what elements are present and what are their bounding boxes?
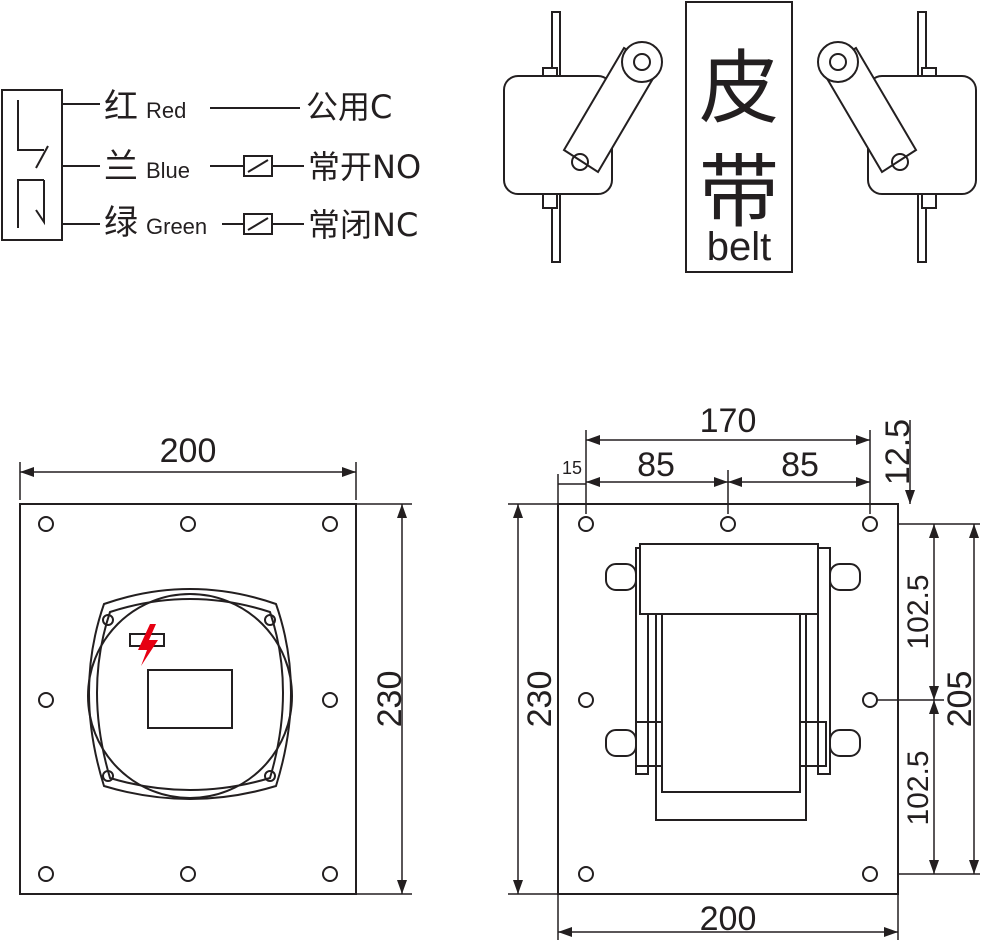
left-roller-hub <box>633 53 651 71</box>
no-label: 常开NO <box>308 148 421 186</box>
housing-outer <box>88 588 292 800</box>
side-top-margin-arrow <box>905 490 915 504</box>
mech-right-rail <box>817 547 831 775</box>
right-roller-hub <box>829 53 847 71</box>
wiring-diagram: 红 Red 公用C 兰 Blue 常开NO 绿 Green 常闭NC <box>1 87 421 244</box>
side-hole-span-label: 205 <box>941 671 979 728</box>
front-width-label: 200 <box>160 432 217 470</box>
side-half-left-label: 85 <box>637 446 675 484</box>
belt-cn-2: 带 <box>699 146 779 239</box>
switch-contacts <box>17 100 49 228</box>
left-switch <box>503 11 663 263</box>
side-seg-lower-label: 102.5 <box>902 750 935 825</box>
belt-cn-1: 皮 <box>699 42 779 135</box>
nc-label: 常闭NC <box>308 206 418 244</box>
blue-label-cn: 兰 <box>104 147 138 187</box>
housing-inner <box>96 598 284 791</box>
belt-schematic: 皮 带 belt <box>503 1 977 273</box>
side-half-right-label: 85 <box>781 446 819 484</box>
mech-roller <box>639 543 819 615</box>
front-height-label: 230 <box>371 671 409 728</box>
side-seg-upper-label: 102.5 <box>902 574 935 649</box>
side-mounting-holes <box>578 516 878 882</box>
belt-box <box>685 1 793 273</box>
green-label-en: Green <box>146 214 207 239</box>
side-seg-arrows <box>929 524 939 874</box>
side-top-margin-label: 12.5 <box>879 419 917 485</box>
no-contact-slash <box>247 159 269 173</box>
blue-label-en: Blue <box>146 158 190 183</box>
side-mechanism <box>605 543 861 821</box>
side-view: 170 85 85 15 12.5 230 <box>508 402 980 940</box>
mech-inner <box>661 613 801 793</box>
side-width-label: 200 <box>700 900 757 938</box>
right-switch <box>817 11 977 263</box>
green-label-cn: 绿 <box>104 203 138 243</box>
red-label-en: Red <box>146 98 186 123</box>
front-mounting-holes <box>38 516 338 882</box>
red-label-cn: 红 <box>104 87 138 127</box>
housing-face <box>87 593 293 799</box>
mech-knob-tl <box>605 563 637 591</box>
side-plate <box>557 503 899 895</box>
belt-en: belt <box>707 225 772 269</box>
nc-contact-slash <box>247 217 269 231</box>
mech-knob-tr <box>829 563 861 591</box>
side-half-arrows <box>586 477 870 487</box>
mech-body <box>655 613 807 821</box>
right-roller <box>817 41 859 83</box>
front-plate <box>19 503 357 895</box>
mech-block-right <box>799 721 827 767</box>
switch-housing <box>1 89 63 241</box>
left-pivot <box>571 153 589 171</box>
front-view: 200 230 <box>19 432 412 895</box>
common-label: 公用C <box>306 88 392 126</box>
lightning-icon <box>138 624 158 666</box>
left-roller <box>621 41 663 83</box>
mech-knob-bl <box>605 729 637 757</box>
mech-block-left <box>635 721 663 767</box>
side-height-label: 230 <box>521 671 559 728</box>
housing-screws <box>102 614 276 782</box>
mech-knob-br <box>829 729 861 757</box>
side-span-label: 170 <box>700 402 757 440</box>
right-pivot <box>891 153 909 171</box>
side-offset-label: 15 <box>562 458 582 478</box>
nameplate-window <box>147 669 233 729</box>
